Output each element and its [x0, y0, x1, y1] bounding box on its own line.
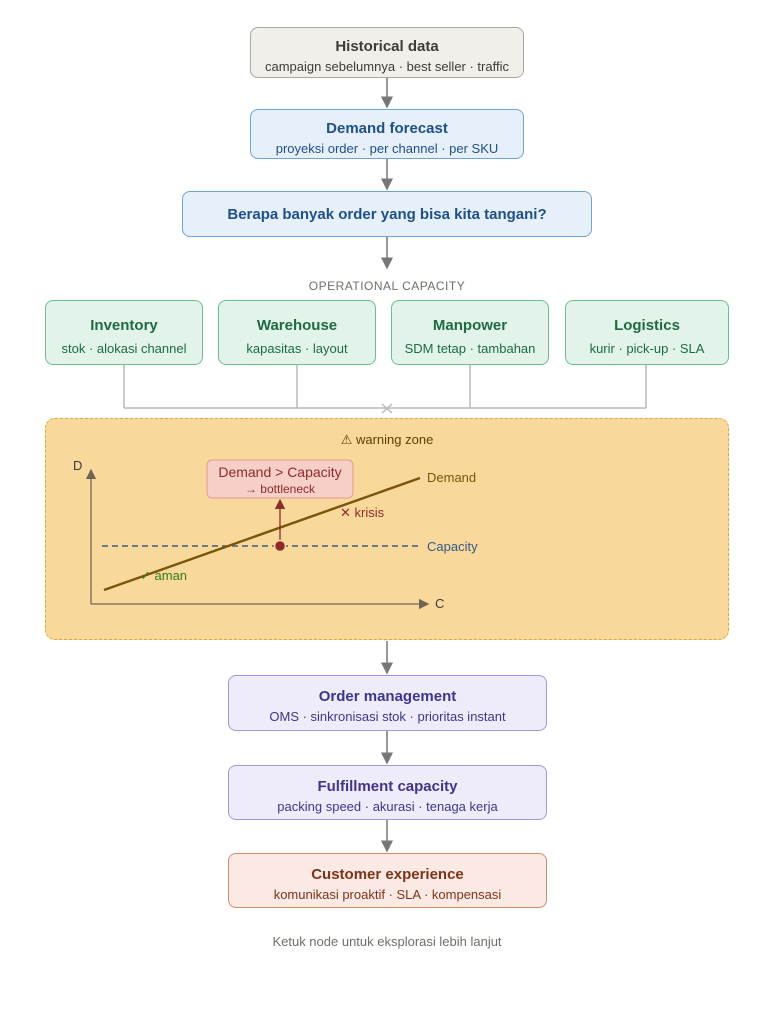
- intersection-point: [273, 539, 287, 553]
- warning-zone-label: ⚠ warning zone: [340, 432, 434, 447]
- node-subtitle: kurir · pick-up · SLA: [589, 341, 705, 356]
- bottleneck-title: Demand > Capacity: [218, 464, 341, 480]
- node-customer-experience[interactable]: Customer experience komunikasi proaktif …: [228, 853, 547, 908]
- y-axis-label: D: [73, 458, 82, 473]
- node-title: Customer experience: [311, 866, 464, 883]
- node-subtitle: campaign sebelumnya · best seller · traf…: [265, 59, 509, 74]
- node-title: Demand forecast: [326, 120, 448, 137]
- node-title: Warehouse: [256, 317, 338, 334]
- crisis-label: ✕ krisis: [340, 505, 385, 520]
- node-demand-forecast[interactable]: Demand forecast proyeksi order · per cha…: [250, 109, 524, 159]
- bottleneck-subtitle: → bottleneck: [245, 482, 316, 496]
- node-capacity-question[interactable]: Berapa banyak order yang bisa kita tanga…: [182, 191, 592, 237]
- demand-line: [103, 476, 421, 592]
- node-subtitle: kapasitas · layout: [246, 341, 348, 356]
- node-order-management[interactable]: Order management OMS · sinkronisasi stok…: [228, 675, 547, 731]
- bottleneck-box: [206, 459, 354, 499]
- x-axis-label: C: [435, 596, 444, 611]
- node-subtitle: stok · alokasi channel: [61, 341, 187, 356]
- node-logistics[interactable]: Logistics kurir · pick-up · SLA: [565, 300, 729, 365]
- node-title: Historical data: [335, 38, 439, 55]
- node-inventory[interactable]: Inventory stok · alokasi channel: [45, 300, 203, 365]
- demand-label: Demand: [427, 470, 476, 485]
- node-subtitle: SDM tetap · tambahan: [404, 341, 536, 356]
- node-warehouse[interactable]: Warehouse kapasitas · layout: [218, 300, 376, 365]
- node-manpower[interactable]: Manpower SDM tetap · tambahan: [391, 300, 549, 365]
- node-historical-data[interactable]: Historical data campaign sebelumnya · be…: [250, 27, 524, 78]
- node-subtitle: OMS · sinkronisasi stok · prioritas inst…: [269, 709, 506, 724]
- node-title: Fulfillment capacity: [317, 778, 458, 795]
- node-title: Logistics: [614, 317, 680, 334]
- capacity-merge-connector: [123, 365, 647, 414]
- capacity-label: Capacity: [427, 539, 478, 554]
- node-subtitle: packing speed · akurasi · tenaga kerja: [277, 799, 498, 814]
- warning-zone[interactable]: [45, 418, 729, 640]
- safe-label: ✓ aman: [140, 568, 187, 583]
- node-title: Manpower: [432, 317, 508, 334]
- node-fulfillment-capacity[interactable]: Fulfillment capacity packing speed · aku…: [228, 765, 547, 820]
- node-title: Berapa banyak order yang bisa kita tanga…: [227, 206, 547, 223]
- node-title: Order management: [318, 688, 457, 705]
- node-title: Inventory: [90, 317, 158, 334]
- node-subtitle: proyeksi order · per channel · per SKU: [275, 141, 499, 156]
- section-label: OPERATIONAL CAPACITY: [308, 279, 466, 293]
- footer-hint: Ketuk node untuk eksplorasi lebih lanjut: [272, 934, 502, 949]
- node-subtitle: komunikasi proaktif · SLA · kompensasi: [273, 887, 502, 902]
